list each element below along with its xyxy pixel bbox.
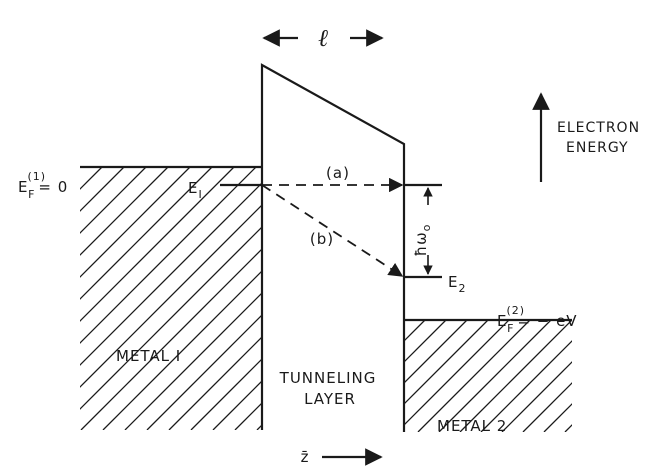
hatch-line [80, 167, 103, 190]
hatch-line [80, 226, 262, 410]
hatch-line [404, 320, 426, 342]
metal1-label: METAL I [116, 347, 181, 365]
phonon-energy-label: ħωo [412, 224, 433, 257]
metal2-filled-states-hatching [404, 320, 572, 432]
hatch-line [404, 320, 468, 384]
tunneling-layer-label-line1: TUNNELING [279, 369, 377, 387]
hatch-line [404, 320, 447, 363]
metal1-fermi-label: E(1)F= 0 [18, 170, 68, 201]
hatch-line [459, 320, 572, 432]
metal2-label: METAL 2 [437, 417, 507, 435]
hatch-line [543, 403, 572, 432]
hatch-line [80, 167, 235, 322]
e2-label: E2 [448, 273, 466, 295]
hatch-line [146, 314, 262, 430]
z-axis-label: z̄ [301, 448, 310, 466]
hatch-line [80, 182, 262, 366]
e1-label: EI [188, 179, 203, 201]
hatch-line [80, 167, 169, 256]
hatch-line [168, 336, 262, 430]
hatch-line [80, 167, 81, 168]
metal1-filled-states-hatching [80, 167, 262, 430]
hatch-line [80, 167, 213, 300]
hatch-line [80, 204, 262, 388]
hatch-line [80, 167, 147, 234]
hatch-line [501, 361, 572, 432]
hatch-line [564, 424, 572, 432]
hatch-line [522, 382, 572, 432]
hatch-line [404, 320, 489, 405]
hatch-line [404, 320, 510, 426]
path-a-label: (a) [326, 164, 350, 182]
electron-energy-label-line1: ELECTRON [557, 120, 640, 136]
hatch-line [212, 380, 262, 430]
hatch-line [80, 167, 191, 278]
barrier-width-label: ℓ [318, 24, 328, 52]
hatch-line [80, 248, 262, 430]
inelastic-tunneling-path-b [261, 184, 404, 277]
hatch-line [480, 340, 572, 432]
tunneling-barrier [260, 63, 406, 432]
metal2-fermi-label: E(2)F= − eV [497, 304, 578, 335]
electron-energy-label-line2: ENERGY [566, 140, 629, 156]
hatch-line [417, 320, 531, 432]
hatch-line [80, 167, 257, 344]
hatch-line [438, 320, 552, 432]
hatch-line [190, 358, 262, 430]
hatch-line [102, 270, 262, 430]
path-b-label: (b) [310, 230, 334, 248]
tunneling-layer-label-line2: LAYER [304, 390, 356, 408]
hatch-line [80, 167, 125, 212]
hatch-line [124, 292, 262, 430]
